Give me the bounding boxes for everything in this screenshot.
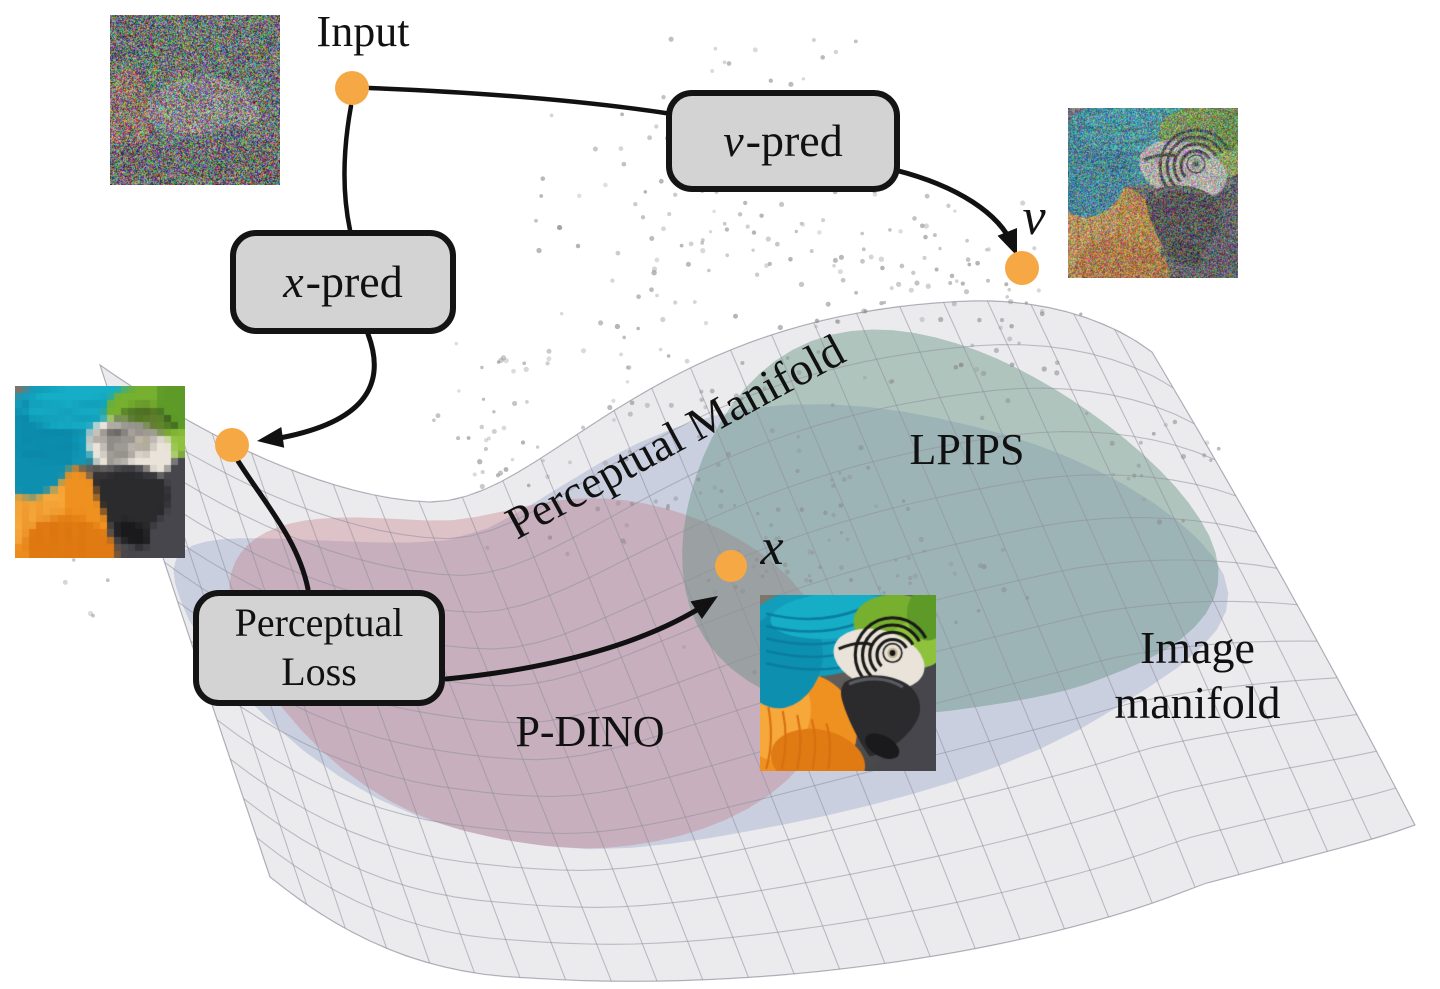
scatter-dots [42,36,1221,675]
v-pred-box: v-pred [666,90,900,192]
noisy-input-image [110,15,280,185]
x-pred-box: x-pred [230,230,456,334]
v-point-marker [1005,251,1039,285]
clean-x-image [760,595,936,771]
input-point-marker [335,71,369,105]
image-manifold-label: Image manifold [1075,620,1320,730]
x-point-label: x [760,519,784,576]
x-pred-label-suffix: -pred [305,255,403,307]
x-point-marker [715,550,747,582]
p-dino-region-label: P-DINO [515,707,665,756]
blurry-x-prediction-image [15,386,185,558]
perceptual-loss-line1: Perceptual [234,600,404,646]
p-dino-region [229,498,835,849]
v-pred-label-var: v [723,114,744,166]
x-pred-point-marker [215,428,249,462]
image-manifold-line1: Image [1140,622,1255,673]
lpips-region-label: LPIPS [909,425,1025,474]
image-manifold-line2: manifold [1114,677,1281,729]
x-pred-label-var: x [283,255,304,307]
perceptual-loss-box: Perceptual Loss [193,590,445,706]
perceptual-loss-line2: Loss [281,649,357,694]
v-pred-label-suffix: -pred [745,114,843,166]
flow-arrows [235,85,1017,682]
perceptual-manifold-region [173,404,1229,850]
noisy-v-prediction-image [1068,108,1238,278]
v-point-label: v [1022,189,1046,246]
input-label: Input [316,7,410,56]
